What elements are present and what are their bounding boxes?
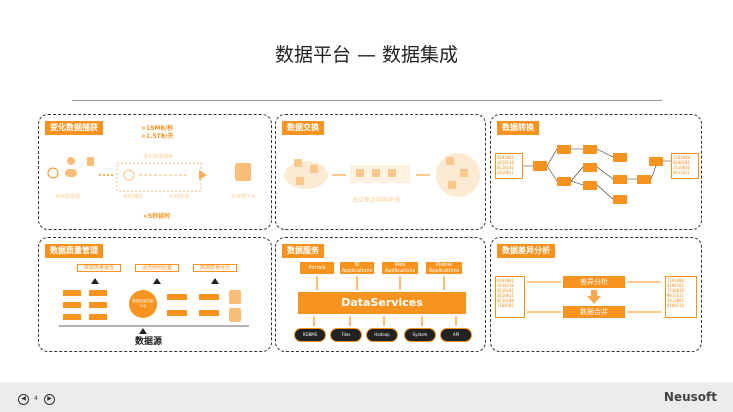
source-system: System [404,328,436,342]
quality-assessment-box: 数据质量评估 [193,264,237,272]
data-merge-box: 数据合并 [563,306,625,318]
next-slide-button[interactable]: ▶ [44,394,55,405]
capture-label: 变化数据捕获 [143,154,174,160]
panel-title: 数据质量管理 [45,244,103,258]
source-rdbms: RDBMS [294,328,326,342]
source-files: Files [330,328,362,342]
capture-flow-graphic [47,157,251,192]
title-divider [72,100,662,101]
rate-tb: >1.5TB/天 [141,133,174,140]
page-number: 4 [34,395,38,402]
slide-title: 数据平台 — 数据集成 [274,44,459,66]
play-icon [47,167,59,179]
panel-services: 数据服务 Portals BI Applications Web Applica… [275,237,486,352]
footer-bar: ◀ 4 ▶ Neusoft [0,382,733,412]
target-label: 大数据平台 [231,194,257,200]
source-hadoop: Hadoop [366,328,398,342]
quality-center-label: 数据质量控制中心 [132,299,154,308]
quality-report-box: 数据质量报告 [77,264,121,272]
services-arrows [313,276,457,326]
panel-quality: 数据质量管理 数据质量报告 清洗规则配置 数据质量评估 数据质量控制中心 数据源 [38,237,272,352]
consumer-web: Web Applications [382,262,418,274]
panel-change-capture: 变化数据捕获 >15MB/秒 >1.5TB/天 变化数据捕获 多种数据源 实时捕… [38,114,272,230]
panel-exchange: 数据交换 适应复杂网络环境 [275,114,486,230]
source-api: API [440,328,472,342]
step-capture: 实时捕获 [123,194,144,200]
consumer-mobile: Mobile Applications [426,262,462,274]
cleansing-rules-box: 清洗规则配置 [135,264,179,272]
prev-slide-button[interactable]: ◀ [18,394,29,405]
transform-flow-graphic [523,145,671,204]
panel-title: 变化数据捕获 [45,121,103,135]
consumer-bi: BI Applications [340,262,374,274]
media-icon [67,157,75,165]
neusoft-logo: Neusoft [663,390,717,404]
cloud-icon [65,169,77,177]
panel-title: 数据服务 [282,244,324,258]
source-label: 多种数据源 [55,194,81,200]
panel-title: 数据差异分析 [497,244,555,258]
exchange-caption: 适应复杂网络环境 [352,197,401,204]
panel-title: 数据交换 [282,121,324,135]
diff-arrows [527,281,661,313]
exchange-network-graphic [284,153,480,197]
quality-diagram-graphic [59,278,249,334]
diff-analysis-box: 差异分析 [563,276,625,288]
rate-mb: >15MB/秒 [141,125,174,132]
capture-box [116,162,202,192]
step-deliver: 实时传递 [169,194,190,200]
database-icon [235,163,251,181]
latency: <5秒延时 [143,213,171,220]
data-source-label: 数据源 [135,337,163,347]
dataservices-bar: DataServices [298,292,466,314]
gear-icon [123,169,135,181]
doc-icon [87,157,94,166]
panel-title: 数据转换 [497,121,539,135]
consumer-portals: Portals [300,262,334,274]
